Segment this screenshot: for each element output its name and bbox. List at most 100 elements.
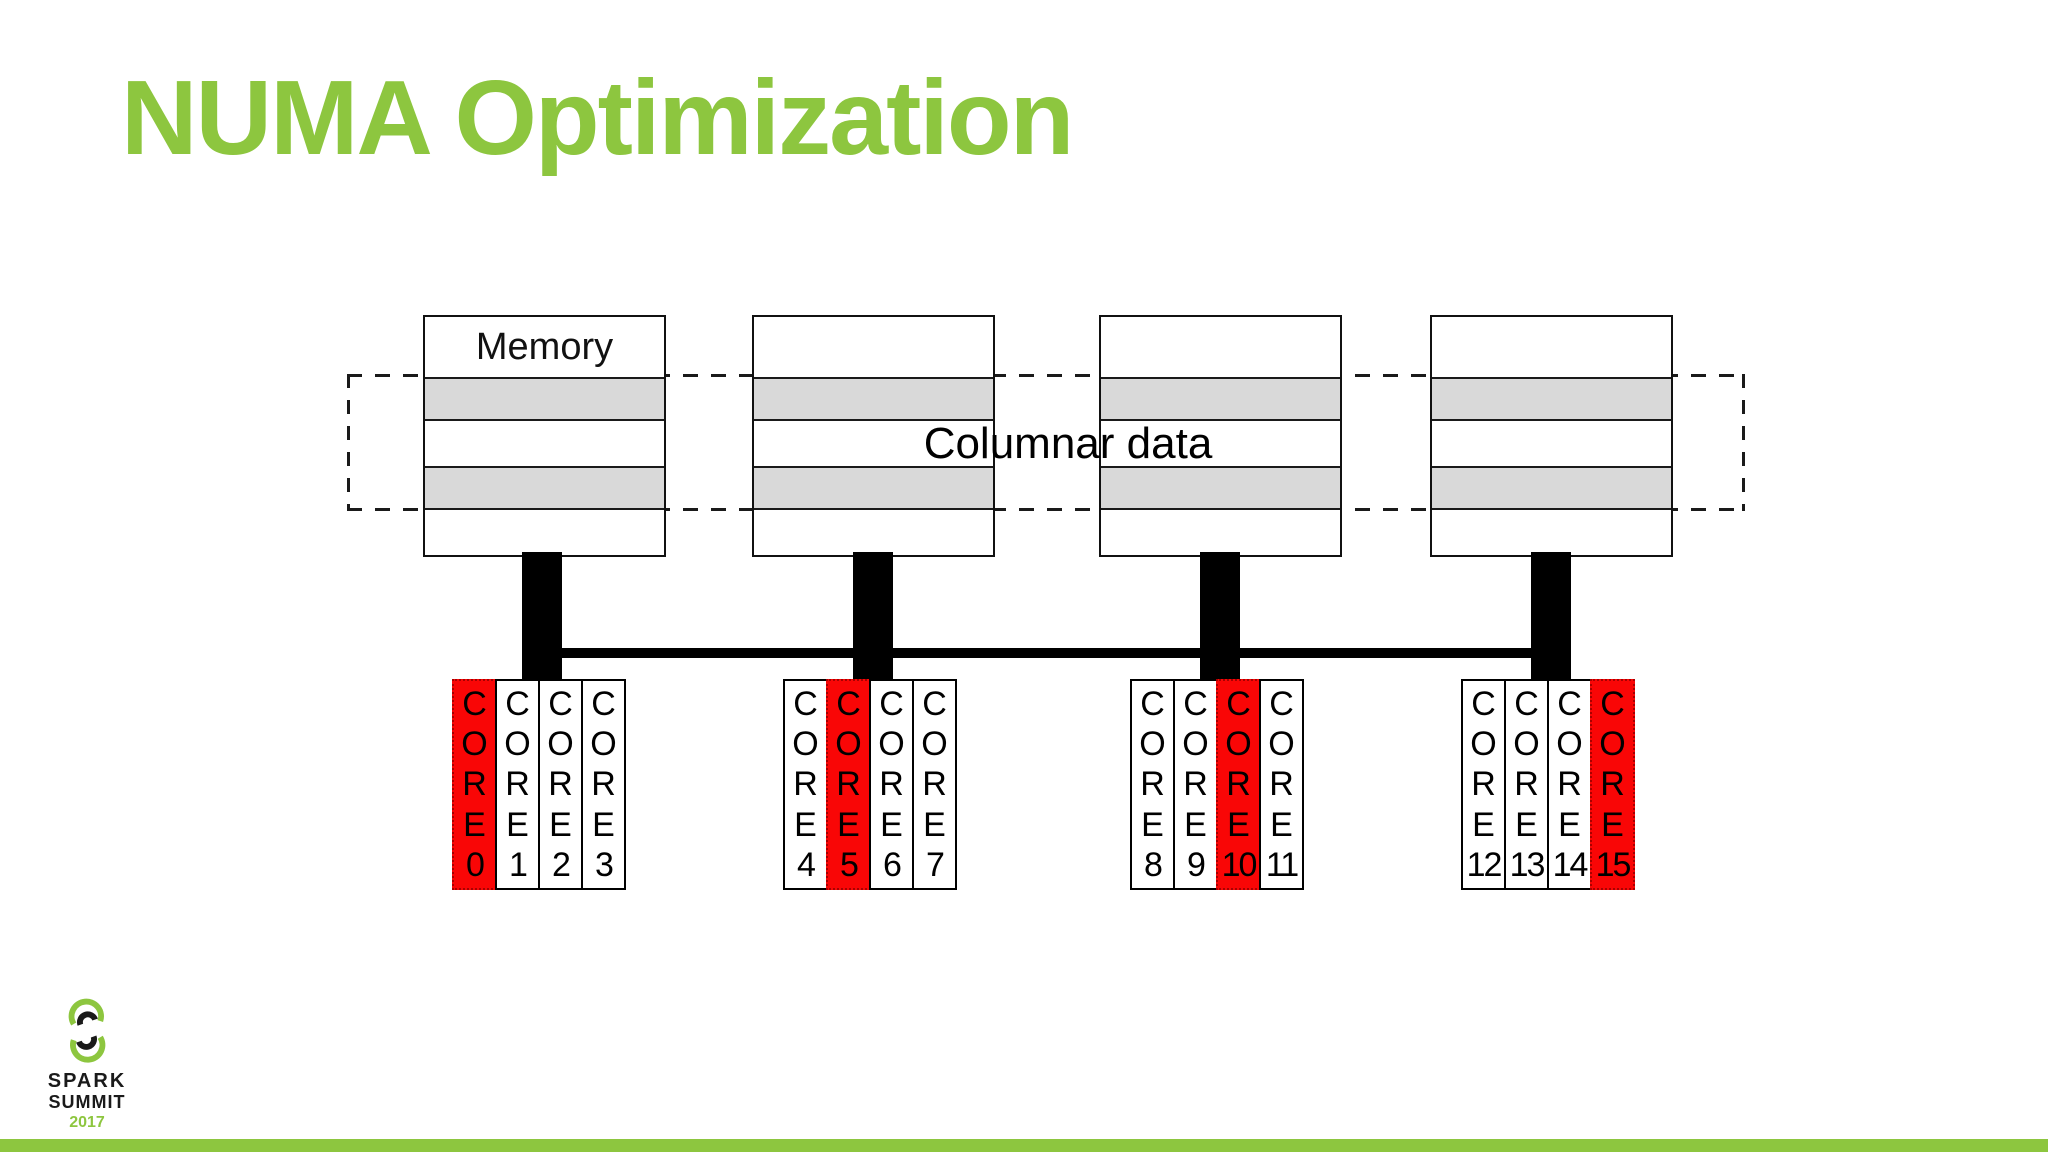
core-number: 10 bbox=[1221, 845, 1258, 884]
core-letter: O bbox=[835, 725, 862, 764]
memory-box-3 bbox=[1430, 315, 1673, 557]
bottom-accent-bar bbox=[0, 1139, 2048, 1152]
core-number: 6 bbox=[883, 845, 902, 884]
core-number: 0 bbox=[466, 845, 485, 884]
memory-to-cores-connector-0 bbox=[522, 552, 562, 682]
core-letter: E bbox=[1515, 805, 1538, 844]
core-number: 8 bbox=[1144, 845, 1163, 884]
core-letter: R bbox=[1269, 765, 1294, 804]
core-letter: E bbox=[794, 805, 817, 844]
core-letter: C bbox=[1600, 685, 1625, 724]
core-letter: E bbox=[880, 805, 903, 844]
core-letter: C bbox=[879, 685, 904, 724]
core-letter: E bbox=[1184, 805, 1207, 844]
core-letter: E bbox=[837, 805, 860, 844]
memory-data-stripe bbox=[1101, 466, 1340, 510]
memory-to-cores-connector-2 bbox=[1200, 552, 1240, 682]
memory-data-stripe bbox=[1432, 466, 1671, 510]
core-letter: E bbox=[1270, 805, 1293, 844]
memory-data-stripe bbox=[1432, 377, 1671, 421]
core-letter: E bbox=[549, 805, 572, 844]
core-letter: E bbox=[506, 805, 529, 844]
memory-box-label: Memory bbox=[475, 325, 614, 368]
core-letter: R bbox=[836, 765, 861, 804]
spark-summit-logo-icon bbox=[68, 998, 106, 1063]
core-letter: R bbox=[879, 765, 904, 804]
interconnect-bus-line bbox=[532, 648, 1562, 658]
core-letter: C bbox=[1514, 685, 1539, 724]
slide-title: NUMA Optimization bbox=[121, 59, 1074, 177]
core-letter: O bbox=[1513, 725, 1540, 764]
core-letter: O bbox=[1182, 725, 1209, 764]
core-letter: C bbox=[1471, 685, 1496, 724]
core-letter: R bbox=[922, 765, 947, 804]
memory-data-stripe bbox=[754, 377, 993, 421]
core-letter: R bbox=[591, 765, 616, 804]
core-letter: E bbox=[1558, 805, 1581, 844]
core-letter: O bbox=[792, 725, 819, 764]
core-letter: C bbox=[505, 685, 530, 724]
core-letter: R bbox=[793, 765, 818, 804]
core-letter: C bbox=[836, 685, 861, 724]
logo-text-spark: SPARK bbox=[47, 1070, 127, 1092]
memory-box-1 bbox=[752, 315, 995, 557]
core-letter: O bbox=[461, 725, 488, 764]
core-letter: C bbox=[1226, 685, 1251, 724]
memory-box-0: Memory bbox=[423, 315, 666, 557]
core-letter: C bbox=[922, 685, 947, 724]
core-number: 2 bbox=[552, 845, 571, 884]
core-letter: R bbox=[1471, 765, 1496, 804]
core-letter: O bbox=[1139, 725, 1166, 764]
core-letter: O bbox=[1556, 725, 1583, 764]
core-letter: E bbox=[592, 805, 615, 844]
core-letter: R bbox=[505, 765, 530, 804]
core-letter: C bbox=[1557, 685, 1582, 724]
core-letter: C bbox=[793, 685, 818, 724]
columnar-data-label: Columnar data bbox=[923, 419, 1213, 468]
memory-data-stripe bbox=[425, 466, 664, 510]
core-letter: E bbox=[1472, 805, 1495, 844]
memory-box-label bbox=[754, 317, 993, 377]
memory-data-stripe bbox=[425, 377, 664, 421]
core-number: 14 bbox=[1552, 845, 1589, 884]
core-number: 13 bbox=[1509, 845, 1546, 884]
core-letter: C bbox=[1269, 685, 1294, 724]
core-letter: E bbox=[463, 805, 486, 844]
core-letter: R bbox=[1557, 765, 1582, 804]
core-number: 12 bbox=[1466, 845, 1503, 884]
memory-to-cores-connector-3 bbox=[1531, 552, 1571, 682]
core-letter: C bbox=[548, 685, 573, 724]
core-number: 7 bbox=[926, 845, 945, 884]
core-letter: E bbox=[1227, 805, 1250, 844]
core-letter: R bbox=[1600, 765, 1625, 804]
core-letter: C bbox=[1140, 685, 1165, 724]
core-letter: O bbox=[1268, 725, 1295, 764]
core-letter: O bbox=[1599, 725, 1626, 764]
core-letter: O bbox=[921, 725, 948, 764]
core-number: 9 bbox=[1187, 845, 1206, 884]
core-letter: E bbox=[923, 805, 946, 844]
core-letter: E bbox=[1601, 805, 1624, 844]
memory-data-stripe bbox=[754, 466, 993, 510]
core-number: 3 bbox=[595, 845, 614, 884]
memory-box-label bbox=[1432, 317, 1671, 377]
memory-to-cores-connector-1 bbox=[853, 552, 893, 682]
core-number: 4 bbox=[797, 845, 816, 884]
core-letter: O bbox=[878, 725, 905, 764]
spark-summit-logo: SPARK SUMMIT 2017 bbox=[22, 996, 152, 1132]
